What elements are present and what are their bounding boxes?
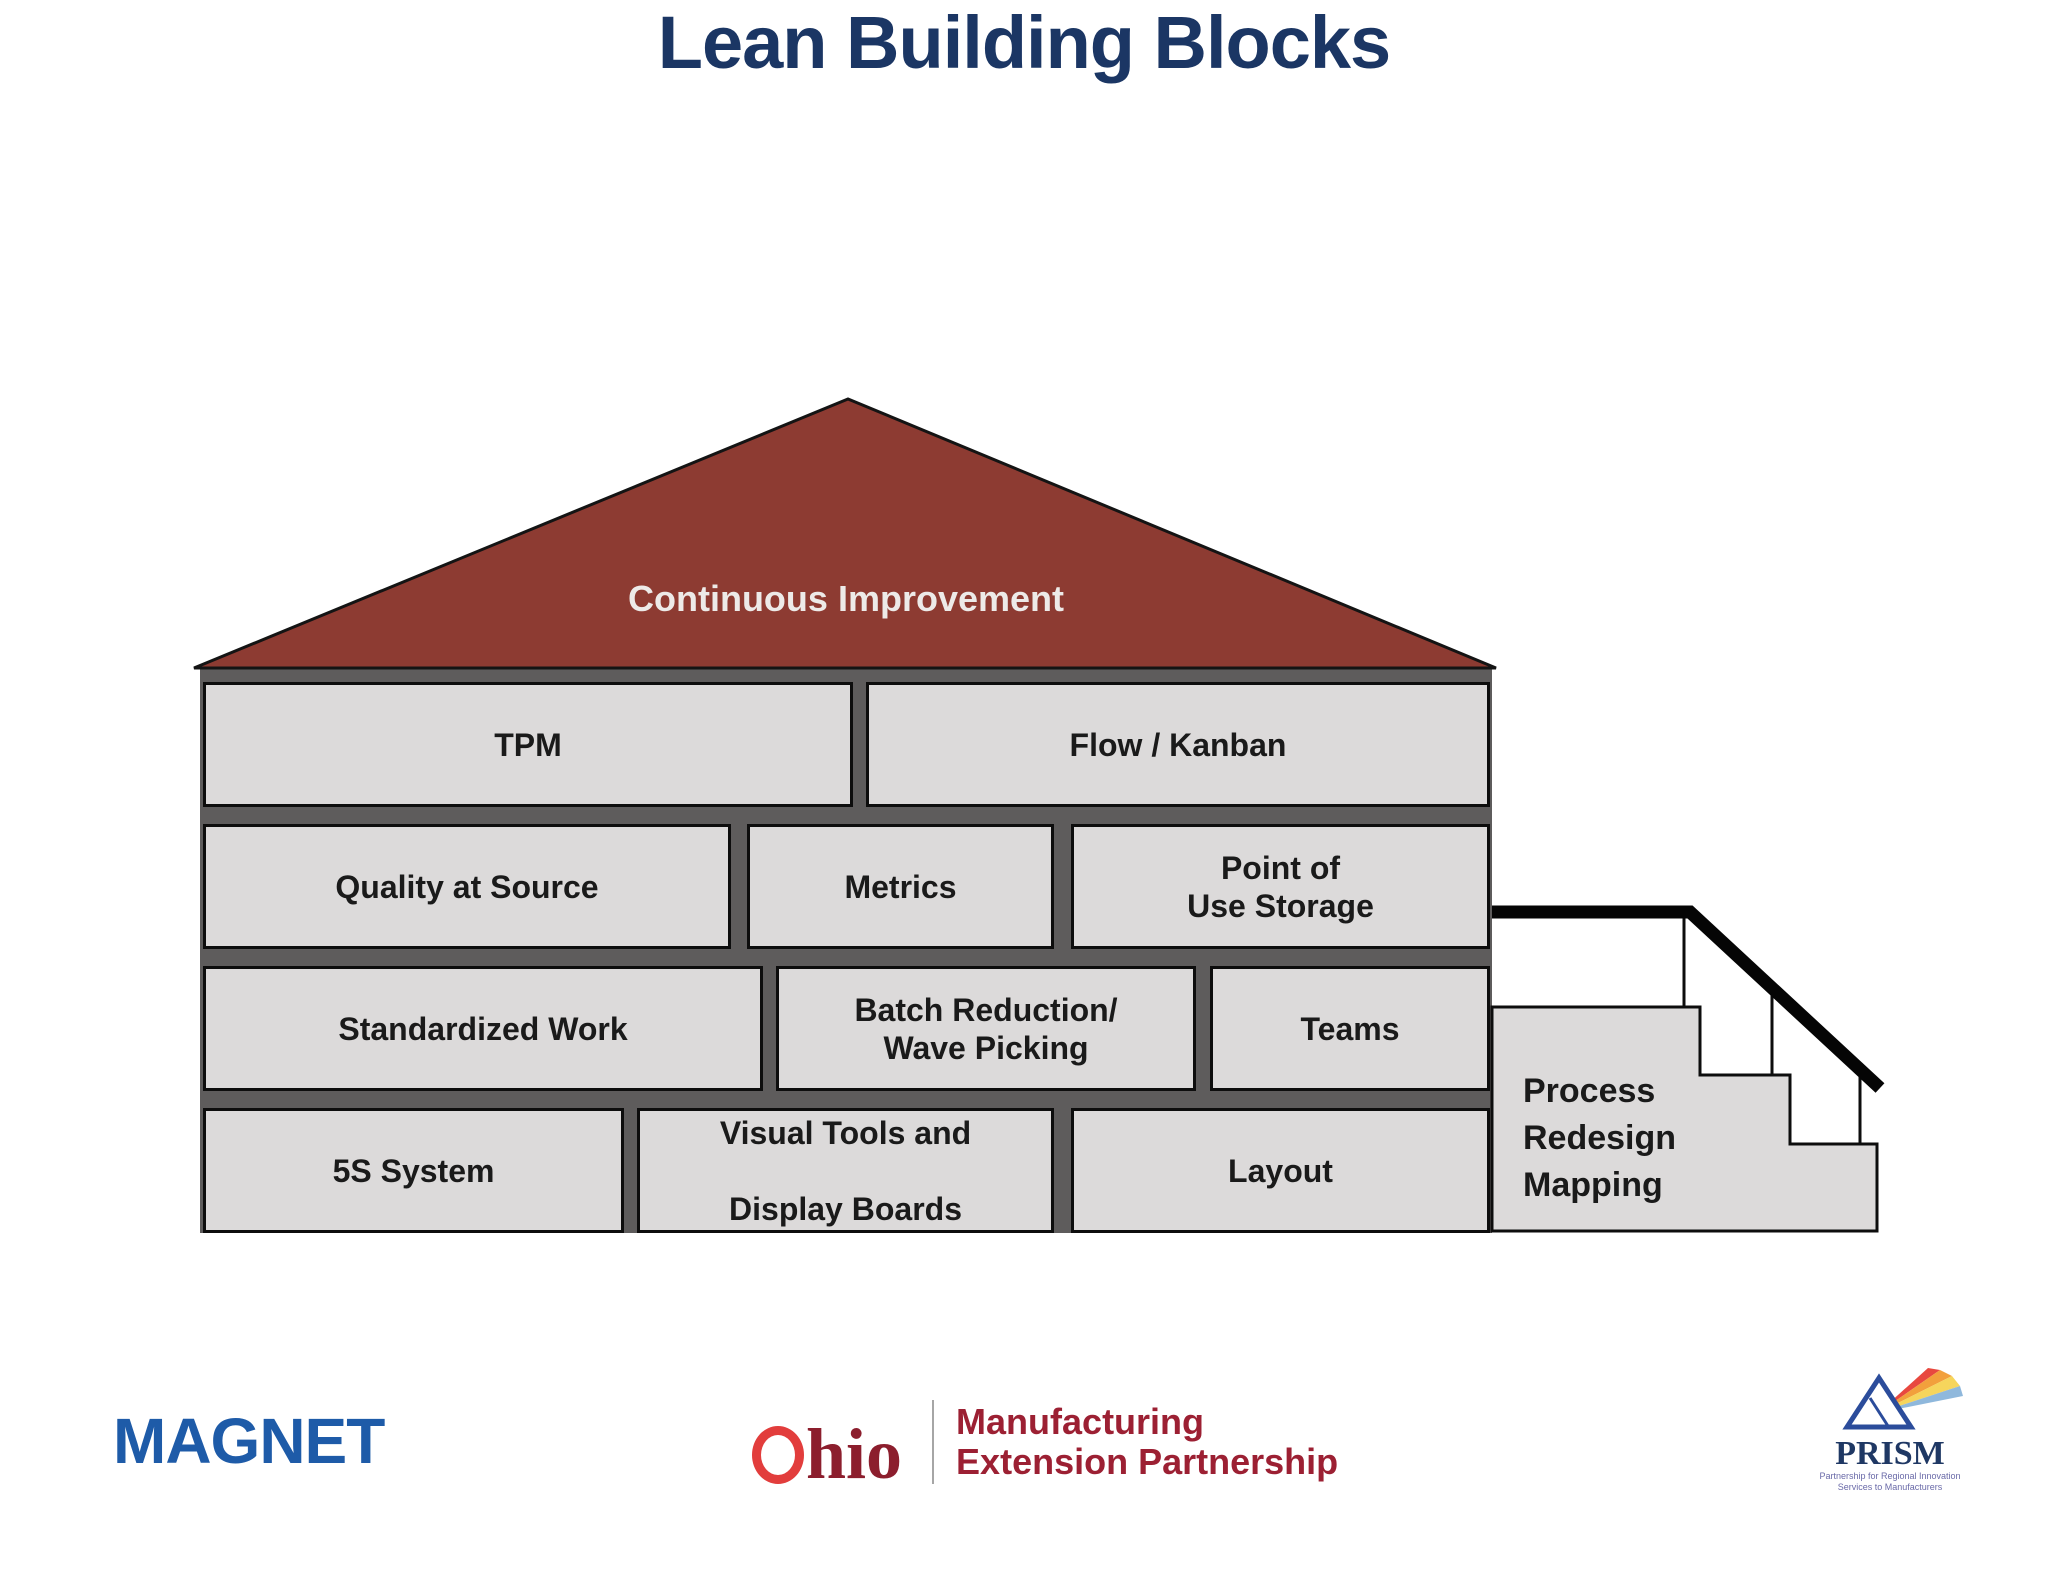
prism-logo: PRISM Partnership for Regional Innovatio… bbox=[1800, 1368, 1980, 1493]
block-tpm: TPM bbox=[203, 682, 853, 807]
roof-label-continuous-improvement: Continuous Improvement bbox=[627, 578, 1064, 619]
magnet-logo: MAGNET bbox=[113, 1405, 385, 1477]
mep-line2: Extension Partnership bbox=[956, 1441, 1339, 1482]
block-visual-tools-display-boards: Visual Tools and Display Boards bbox=[637, 1108, 1054, 1233]
block-5s-system: 5S System bbox=[203, 1108, 624, 1233]
ohio-mep-logo: hio Manufacturing Extension Partnership bbox=[752, 1400, 1338, 1490]
ohio-wordmark: hio bbox=[806, 1414, 903, 1494]
block-layout: Layout bbox=[1071, 1108, 1490, 1233]
mep-line1: Manufacturing bbox=[956, 1401, 1205, 1442]
prism-wordmark: PRISM bbox=[1835, 1435, 1945, 1472]
block-teams: Teams bbox=[1210, 966, 1490, 1091]
block-batch-reduction-wave-picking: Batch Reduction/ Wave Picking bbox=[776, 966, 1196, 1091]
prism-tagline: Partnership for Regional Innovation Serv… bbox=[1819, 1471, 1961, 1492]
block-process-redesign-mapping: Process Redesign Mapping bbox=[1523, 1072, 1677, 1204]
block-flow-kanban: Flow / Kanban bbox=[866, 682, 1490, 807]
block-point-of-use-storage: Point of Use Storage bbox=[1071, 824, 1490, 949]
block-quality-at-source: Quality at Source bbox=[203, 824, 731, 949]
ohio-mep-divider bbox=[932, 1400, 935, 1484]
mep-text: Manufacturing Extension Partnership bbox=[956, 1400, 1338, 1482]
prism-triangle-icon bbox=[1842, 1368, 1963, 1430]
block-metrics: Metrics bbox=[747, 824, 1054, 949]
ohio-o-circle-icon bbox=[752, 1426, 804, 1484]
page-title: Lean Building Blocks bbox=[657, 1, 1391, 84]
block-standardized-work: Standardized Work bbox=[203, 966, 763, 1091]
